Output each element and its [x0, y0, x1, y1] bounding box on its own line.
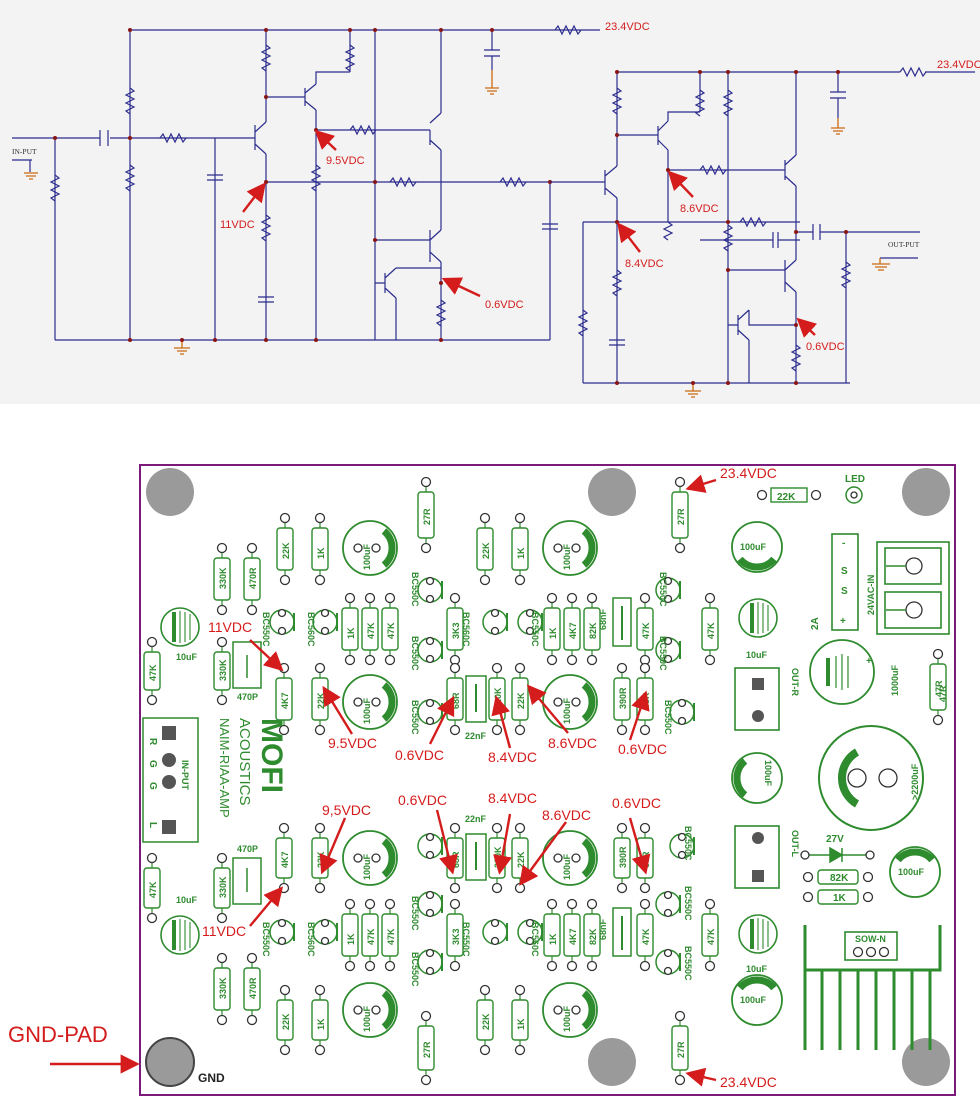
- q7-resistor: [694, 72, 706, 117]
- transistor-q5: [375, 267, 441, 340]
- input-resistor: [49, 174, 61, 202]
- input-ground-icon: [24, 172, 38, 180]
- q6-bypass-cap: [609, 339, 625, 346]
- filter-cap: [207, 138, 223, 340]
- supply-label-left: 23.4VDC: [605, 21, 650, 33]
- ground-icon-right: [685, 383, 701, 398]
- q2-emitter-resistor: [310, 164, 322, 192]
- supply-cap-right: [830, 72, 846, 118]
- q1-emitter-resistor: [260, 214, 272, 242]
- bias-resistor-bottom: [124, 164, 136, 192]
- voltage-8-4vdc: 8.4VDC: [625, 258, 664, 270]
- schematic-diagram: IN-PUT OUT-PUT 23.4VDC 23.4VDC 11VDC 9.5…: [12, 21, 980, 398]
- feedback-resistor: [389, 176, 417, 188]
- supply-label-right: 23.4VDC: [937, 59, 980, 71]
- schematic-arrows: [242, 129, 818, 338]
- pcb-area: [0, 404, 980, 1100]
- voltage-8-6vdc: 8.6VDC: [680, 203, 719, 215]
- riaa-cap: [542, 182, 558, 340]
- junction-dots-right: [615, 70, 848, 385]
- bias-resistor-top: [124, 87, 136, 115]
- voltage-0-6vdc-right: 0.6VDC: [806, 341, 845, 353]
- q6-feedback: [577, 221, 617, 383]
- supply-cap-left: [484, 30, 500, 70]
- junction-dots-left: [53, 28, 552, 342]
- input-wire: [12, 137, 215, 340]
- supply-resistor-left: [554, 24, 582, 36]
- input-cap: [99, 130, 109, 146]
- q2-resistor: [344, 30, 356, 72]
- q3-base-wire: [316, 124, 430, 136]
- q6-resistors: [611, 72, 623, 383]
- transistor-q6: [550, 165, 618, 199]
- ground-icon-left: [174, 340, 190, 355]
- transistor-q4: [375, 150, 442, 263]
- series-resistor: [159, 132, 187, 144]
- voltage-9-5vdc: 9.5VDC: [326, 155, 365, 167]
- q8-base: [668, 164, 785, 176]
- q7-emitter: [617, 221, 800, 241]
- supply-resistor-right: [899, 66, 975, 78]
- input-label: IN-PUT: [12, 147, 37, 156]
- transistor-q2: [266, 71, 350, 340]
- supply-ground-left-icon: [485, 70, 499, 95]
- voltage-0-6vdc-left: 0.6VDC: [485, 299, 524, 311]
- transistor-q10: [728, 309, 796, 383]
- q9-emitter-resistor: [790, 292, 802, 383]
- output-ground-icon: [872, 258, 890, 271]
- q4-emitter-resistor: [435, 262, 447, 340]
- stage-link-resistor: [499, 176, 527, 188]
- transistor-q8-q9: [728, 72, 797, 293]
- transistor-q3: [429, 30, 442, 151]
- transistor-q1: [215, 121, 267, 155]
- q1-load-resistor: [260, 44, 272, 72]
- right-mid-column: [722, 72, 734, 383]
- input-node: [12, 159, 32, 172]
- q1-bypass-cap: [258, 296, 274, 303]
- output-network: [700, 216, 800, 248]
- transistor-q7: [617, 111, 700, 222]
- output-cap: [796, 224, 920, 383]
- output-label: OUT-PUT: [888, 240, 920, 249]
- voltage-11vdc: 11VDC: [220, 219, 255, 231]
- supply-ground-right-icon: [831, 118, 845, 135]
